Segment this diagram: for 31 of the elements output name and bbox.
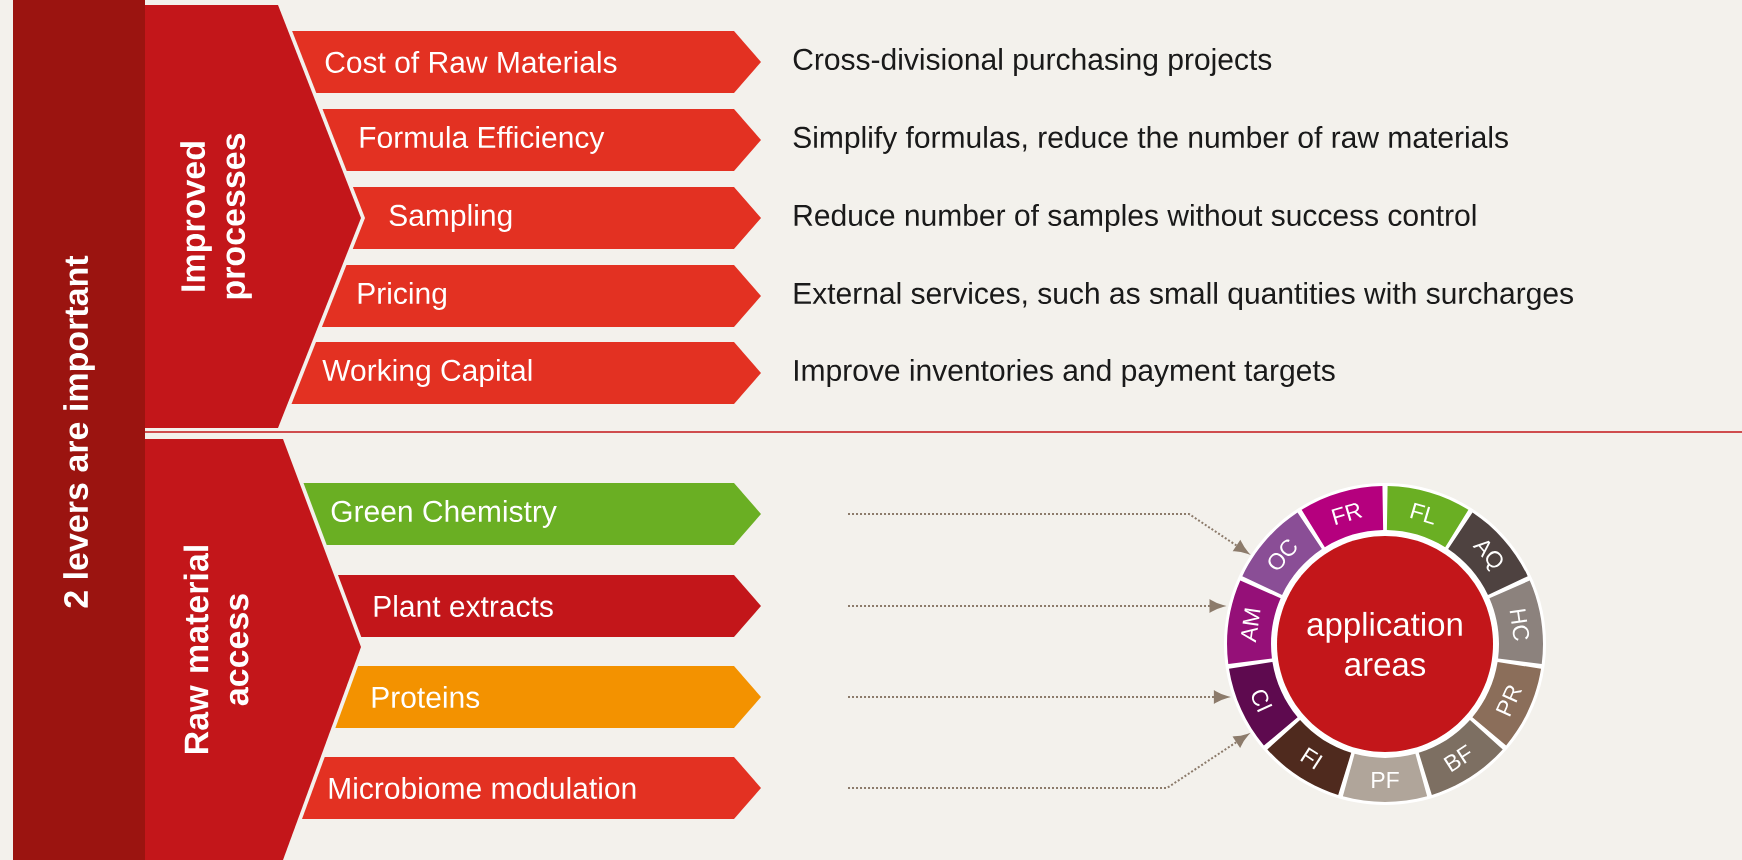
description-text: Cross-divisional purchasing projects bbox=[793, 48, 1272, 76]
ring-segment: FR bbox=[1301, 486, 1384, 548]
item-banner: Plant extracts bbox=[338, 575, 761, 637]
arrow bbox=[847, 690, 1229, 704]
item-banner: Pricing bbox=[321, 265, 761, 327]
node-label: Plant extracts bbox=[374, 594, 553, 618]
ring-segment: HC bbox=[1489, 580, 1543, 664]
description-text: Improve inventories and payment targets bbox=[795, 359, 1335, 387]
item-banner: Green Chemistry bbox=[303, 483, 761, 545]
ring-segment: PR bbox=[1472, 661, 1542, 746]
ring-segment: OC bbox=[1242, 512, 1322, 596]
ring-segment: AM bbox=[1227, 580, 1281, 664]
arrow bbox=[847, 513, 1249, 554]
ring-segment: PF bbox=[1342, 753, 1428, 802]
description-text: Simplify formulas, reduce the number of raw materials bbox=[793, 126, 1508, 154]
ring-segment: AQ bbox=[1448, 512, 1528, 596]
item-banner: Microbiome modulation bbox=[302, 757, 761, 819]
item-banner: Cost of Raw Materials bbox=[292, 31, 761, 93]
ring-segment: FI bbox=[1267, 720, 1352, 795]
item-banner: Working Capital bbox=[291, 342, 761, 404]
ring-segment: FL bbox=[1386, 486, 1469, 548]
arrow bbox=[847, 599, 1224, 613]
item-banner: Proteins bbox=[335, 666, 761, 728]
ring-segment: CI bbox=[1229, 661, 1298, 746]
description-text: Reduce number of samples without success control bbox=[794, 204, 1476, 232]
item-banner: Formula Efficiency bbox=[322, 109, 761, 171]
arrow bbox=[847, 733, 1249, 789]
side-bar: 2 levers are important bbox=[13, 0, 145, 860]
item-banner: Sampling bbox=[352, 187, 761, 249]
description-text: External services, such as small quantities with surcharges bbox=[794, 282, 1573, 310]
ring-segment: BF bbox=[1418, 720, 1503, 795]
